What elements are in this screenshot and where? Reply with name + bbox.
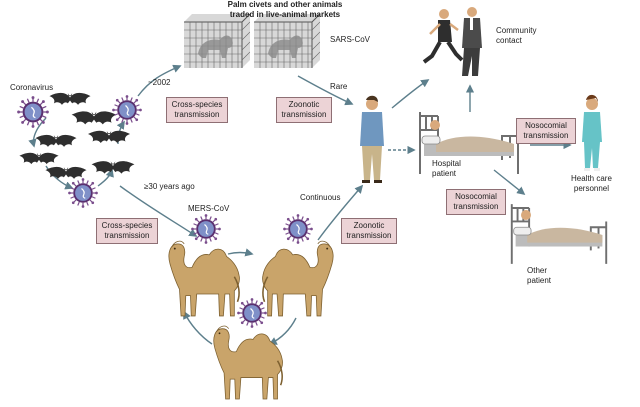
- civet-cage-icon: [184, 14, 250, 68]
- box-nosocomial-right-line-1: Nosocomial: [525, 121, 567, 130]
- box-nosocomial-lower-line-2: transmission: [453, 202, 499, 211]
- box-cross-species-top-line-2: transmission: [174, 110, 220, 119]
- box-zoonotic-bottom: Zoonotic transmission: [341, 218, 397, 244]
- bat-icon: [49, 92, 91, 105]
- box-nosocomial-lower: Nosocomial transmission: [446, 189, 506, 215]
- label-other-patient-line-2: patient: [527, 276, 552, 285]
- nurse-icon: [582, 94, 602, 171]
- arrow-cycle-1: [28, 117, 47, 148]
- label-health-care: Health care personnel: [571, 174, 612, 194]
- arrow-camel-to-camel-lower: [268, 317, 297, 345]
- box-cross-species-top-line-1: Cross-species: [171, 100, 223, 109]
- box-zoonotic-bottom-line-2: transmission: [346, 231, 392, 240]
- arrow-camel-lower-to-left: [183, 310, 213, 345]
- label-palm-civets: Palm civets and other animals traded in …: [210, 0, 360, 20]
- arrow-market-to-human: [297, 75, 354, 106]
- arrow-patient-to-other: [493, 169, 526, 196]
- arrow-bat-to-camel: [119, 185, 198, 237]
- camel-icon: [212, 325, 284, 400]
- arrow-cycle-3: [97, 168, 114, 187]
- label-health-care-line-1: Health care: [571, 174, 612, 183]
- label-continuous: Continuous: [300, 193, 341, 202]
- bat-icon: [88, 130, 130, 143]
- arrow-cycle-2: [45, 165, 74, 190]
- label-community-line-1: Community: [496, 26, 537, 35]
- label-hospital-patient: Hospital patient: [432, 159, 461, 179]
- label-community-line-2: contact: [496, 36, 522, 45]
- box-cross-species-bottom-line-1: Cross-species: [101, 221, 153, 230]
- community-people-icon: [422, 7, 482, 76]
- bat-icon: [45, 166, 87, 179]
- virus-icon: [68, 178, 98, 208]
- label-coronavirus: Coronavirus: [10, 83, 54, 92]
- arrow-human-to-community: [391, 79, 430, 109]
- label-mers: MERS-CoV: [188, 204, 230, 213]
- box-nosocomial-lower-line-1: Nosocomial: [455, 192, 497, 201]
- box-zoonotic-top-line-2: transmission: [281, 110, 327, 119]
- label-sars: SARS-CoV: [330, 35, 371, 44]
- box-cross-species-top: Cross-species transmission: [166, 97, 228, 123]
- virus-icon: [237, 298, 267, 328]
- box-zoonotic-bottom-line-1: Zoonotic: [353, 221, 385, 230]
- box-nosocomial-right-line-2: transmission: [523, 131, 569, 140]
- camel-icon: [168, 240, 241, 317]
- virus-icon: [283, 214, 313, 244]
- virus-icon: [191, 214, 221, 244]
- label-rare: Rare: [330, 82, 348, 91]
- label-palm-civets-line-2: traded in live-animal markets: [229, 10, 341, 19]
- label-community: Community contact: [496, 26, 536, 46]
- camel-icon: [261, 240, 334, 317]
- bat-icon: [91, 161, 135, 174]
- bat-icon: [19, 152, 59, 165]
- box-nosocomial-right: Nosocomial transmission: [516, 118, 576, 144]
- arrow-camel-to-human: [317, 184, 364, 241]
- virus-icon: [112, 95, 142, 125]
- box-cross-species-bottom: Cross-species transmission: [96, 218, 158, 244]
- person-icon: [360, 95, 384, 183]
- label-years-ago: ≥30 years ago: [144, 182, 195, 191]
- bat-icon: [71, 111, 117, 125]
- label-year-2002: ~2002: [148, 78, 171, 87]
- arrow-to-market: [137, 64, 182, 97]
- label-hospital-line-2: patient: [432, 169, 457, 178]
- patient-head-icon: [430, 120, 440, 130]
- label-health-care-line-2: personnel: [573, 184, 610, 193]
- arrow-camel-to-camel: [227, 248, 254, 257]
- virus-icon: [17, 96, 49, 128]
- label-palm-civets-line-1: Palm civets and other animals: [227, 0, 343, 9]
- label-other-patient: Other patient: [527, 266, 551, 286]
- label-hospital-line-1: Hospital: [432, 159, 461, 168]
- civet-cage-icon: [254, 14, 320, 68]
- label-other-patient-line-1: Other: [527, 266, 548, 275]
- other-patient-head-icon: [521, 210, 531, 220]
- box-zoonotic-top: Zoonotic transmission: [276, 97, 332, 123]
- box-zoonotic-top-line-1: Zoonotic: [288, 100, 320, 109]
- box-cross-species-bottom-line-2: transmission: [104, 231, 150, 240]
- bat-icon: [35, 134, 77, 147]
